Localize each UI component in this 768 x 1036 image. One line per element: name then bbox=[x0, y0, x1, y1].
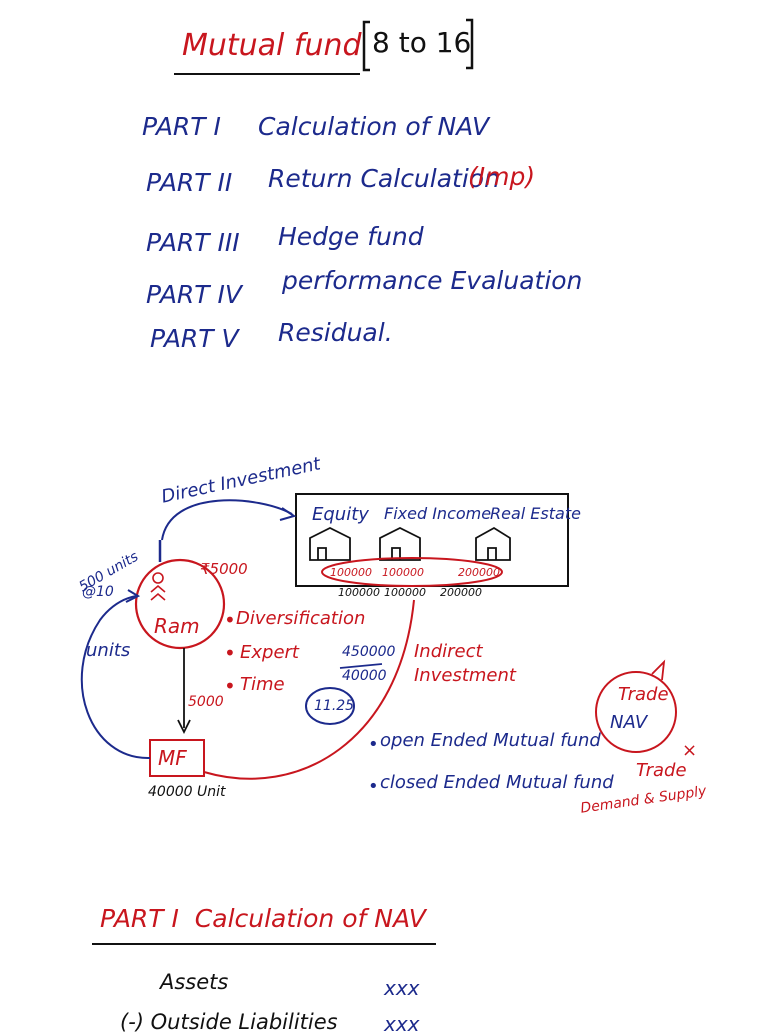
benefit-time: Time bbox=[240, 674, 285, 695]
trade-nav-circle bbox=[595, 671, 677, 753]
chapter-range: 8 to 16 bbox=[372, 26, 472, 59]
part-2-label: PART II bbox=[146, 168, 233, 197]
part-2-topic: Return Calculation bbox=[268, 164, 500, 193]
indirect-investment-label: Indirect Investment bbox=[414, 641, 516, 686]
asset-value-red-3: 200000 bbox=[458, 566, 500, 579]
indirect-investment-curve bbox=[203, 599, 415, 780]
section-title: PART I Calculation of NAV bbox=[100, 904, 426, 933]
closed-trade-cross: × bbox=[682, 740, 698, 761]
nav-label: NAV bbox=[610, 712, 648, 733]
row-assets-value: xxx bbox=[384, 976, 420, 1000]
part-5-label: PART V bbox=[150, 324, 239, 353]
mf-units: 40000 Unit bbox=[148, 784, 226, 800]
asset-values-ellipse bbox=[321, 557, 503, 587]
open-ended-fund: open Ended Mutual fund bbox=[380, 730, 601, 751]
closed-ended-fund: closed Ended Mutual fund bbox=[380, 772, 614, 793]
mf-label: MF bbox=[158, 746, 187, 770]
row-liabilities-label: (-) Outside Liabilities bbox=[120, 1010, 338, 1034]
asset-value-blue-2: 100000 bbox=[384, 586, 426, 599]
investor-name: Ram bbox=[154, 614, 200, 638]
units-loop-arrow bbox=[80, 595, 151, 760]
bracket-right bbox=[466, 18, 474, 70]
nav-denominator: 40000 bbox=[342, 668, 387, 684]
nav-numerator: 450000 bbox=[342, 644, 396, 660]
row-assets-label: Assets bbox=[160, 970, 229, 994]
part-3-label: PART III bbox=[146, 228, 240, 257]
page-title: Mutual fund bbox=[182, 28, 362, 63]
asset-value-blue-3: 200000 bbox=[440, 586, 482, 599]
person-icon bbox=[150, 572, 166, 601]
investor-amount: ₹5000 bbox=[200, 560, 248, 578]
ram-to-mf-arrow bbox=[177, 719, 191, 735]
asset-value-red-1: 100000 bbox=[330, 566, 372, 579]
part-4-topic: performance Evaluation bbox=[282, 266, 583, 295]
benefit-expert: Expert bbox=[240, 642, 299, 663]
bracket-left bbox=[362, 20, 370, 72]
open-ended-bullet: • bbox=[368, 734, 379, 755]
nav-value: 11.25 bbox=[314, 698, 355, 714]
part-5-topic: Residual. bbox=[278, 318, 393, 347]
part-3-topic: Hedge fund bbox=[278, 222, 424, 251]
asset-fixed-income: Fixed Income bbox=[384, 504, 492, 523]
ram-circle bbox=[134, 558, 226, 650]
nav-value-circle bbox=[305, 687, 355, 725]
asset-real-estate: Real Estate bbox=[490, 504, 581, 523]
invested-amount: 5000 bbox=[188, 694, 224, 710]
investor-price: @10 bbox=[82, 584, 114, 600]
benefit-diversification: Diversification bbox=[236, 608, 366, 629]
part-1-topic: Calculation of NAV bbox=[258, 112, 490, 141]
part-2-note: (Imp) bbox=[468, 162, 536, 191]
bullet-dots: ••• bbox=[224, 608, 236, 698]
trade-label: Trade bbox=[618, 684, 669, 705]
asset-equity: Equity bbox=[312, 504, 369, 525]
closed-trade: Trade bbox=[636, 760, 687, 781]
row-liabilities-value: xxx bbox=[384, 1012, 420, 1036]
closed-ended-bullet: • bbox=[368, 776, 379, 797]
building-icons bbox=[309, 526, 511, 561]
asset-value-red-2: 100000 bbox=[382, 566, 424, 579]
part-1-label: PART I bbox=[142, 112, 221, 141]
direct-investment-arrow bbox=[161, 499, 293, 541]
asset-value-blue-1: 100000 bbox=[338, 586, 380, 599]
part-4-label: PART IV bbox=[146, 280, 242, 309]
units-label: units bbox=[86, 640, 131, 661]
